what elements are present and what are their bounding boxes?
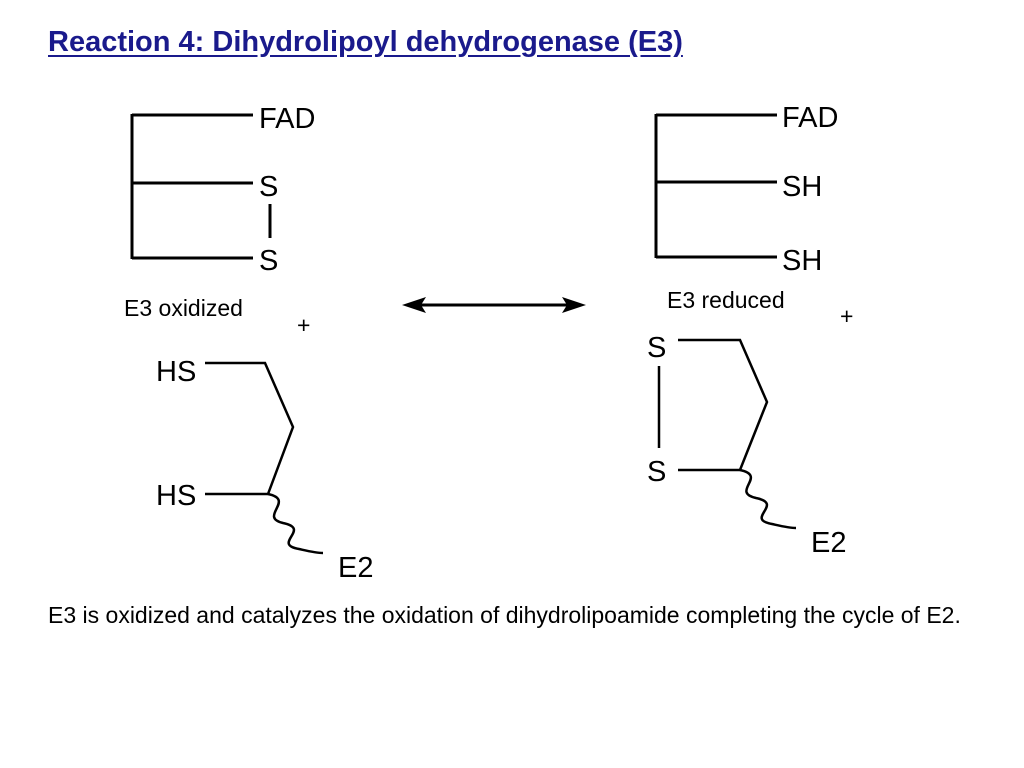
plus-sign-right: + <box>840 303 853 329</box>
dihydrolipoamide-e2-label: E2 <box>338 552 373 584</box>
dihydrolipoamide-chain <box>205 361 295 496</box>
e3-oxidized-fad-label: FAD <box>259 103 315 135</box>
dihydrolipoamide-hs-top-label: HS <box>156 356 196 388</box>
e3-oxidized-s-top-label: S <box>259 171 278 203</box>
slide-title: Reaction 4: Dihydrolipoyl dehydrogenase … <box>48 26 683 58</box>
lipoamide-wavy-linker <box>739 468 797 530</box>
dihydrolipoamide-hs-bottom-label: HS <box>156 480 196 512</box>
e3-reduced-sh-top-label: SH <box>782 171 822 203</box>
e3-reduced-fad-label: FAD <box>782 102 838 134</box>
lipoamide-chain <box>678 338 769 472</box>
arrowhead-right <box>562 297 586 313</box>
e3-oxidized-s-bottom-label: S <box>259 245 278 277</box>
e3-oxidized-name: E3 oxidized <box>124 295 243 321</box>
lipoamide-e2-label: E2 <box>811 527 846 559</box>
e3-reduced-sh-bottom-label: SH <box>782 245 822 277</box>
e3-oxidized-structure <box>130 113 272 260</box>
dihydrolipoamide-structure <box>205 361 324 555</box>
lipoamide-s-bottom-label: S <box>647 456 666 488</box>
arrowhead-left <box>402 297 426 313</box>
plus-sign-left: + <box>297 312 310 338</box>
lipoamide-s-top-label: S <box>647 332 666 364</box>
slide-caption: E3 is oxidized and catalyzes the oxidati… <box>48 602 961 628</box>
dihydrolipoamide-wavy-linker <box>267 492 324 555</box>
double-headed-arrow <box>402 297 586 313</box>
lipoamide-structure <box>657 338 797 530</box>
e3-reduced-name: E3 reduced <box>667 287 785 313</box>
e3-reduced-structure <box>654 113 777 259</box>
